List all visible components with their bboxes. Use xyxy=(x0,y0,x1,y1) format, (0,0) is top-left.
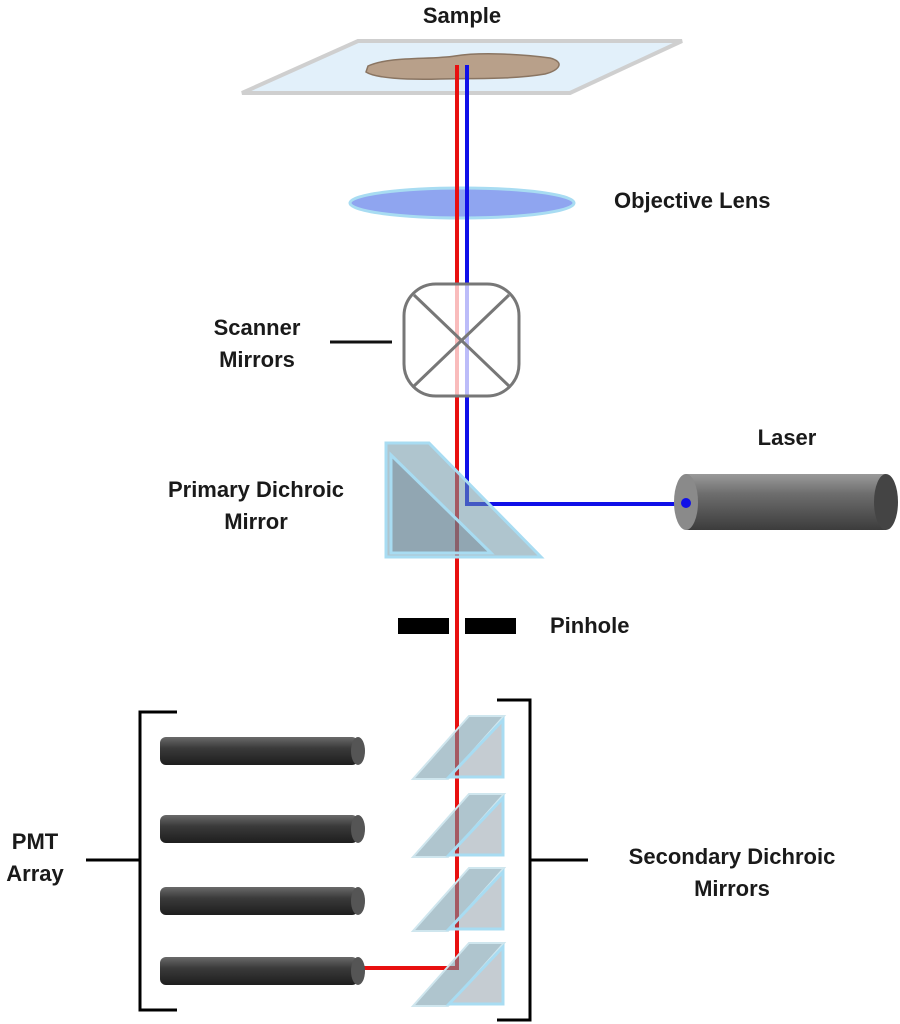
scanner-mirror-icon xyxy=(402,282,521,398)
pmt-array-label-line1: PMT xyxy=(11,829,59,854)
pmt-array-label-line2: Array xyxy=(6,861,64,886)
pmt-tube-icon xyxy=(160,737,365,765)
pmt-array xyxy=(160,737,365,985)
secondary-dichroic-mirror xyxy=(410,793,507,858)
pinhole xyxy=(398,618,516,634)
laser-label: Laser xyxy=(757,425,817,450)
scanner-mirrors-label-line2: Mirrors xyxy=(219,347,295,372)
secondary-dichroic-mirror xyxy=(410,715,507,780)
sample-label: Sample xyxy=(422,3,502,28)
secondary-dichroic-mirror xyxy=(410,867,507,932)
secondary-dichroic-mirror xyxy=(410,942,507,1007)
sample-slide xyxy=(241,39,683,95)
primary-dichroic-label-line2: Mirror xyxy=(224,509,288,534)
scanner-mirrors-label-line1: Scanner xyxy=(213,315,301,340)
secondary-dichroic-bracket xyxy=(497,698,588,1022)
primary-dichroic-label-line1: Primary Dichroic xyxy=(167,477,345,502)
specimen xyxy=(365,53,560,80)
pinhole-label: Pinhole xyxy=(550,613,630,638)
pmt-tube-icon xyxy=(160,957,365,985)
primary-dichroic-mirror xyxy=(384,441,545,559)
objective-lens xyxy=(348,186,576,220)
pmt-array-bracket xyxy=(86,710,177,1012)
excitation-beam xyxy=(465,65,686,506)
laser-tube-icon xyxy=(674,474,898,530)
secondary-dichroic-mirrors xyxy=(410,715,507,1007)
secondary-dichroic-label-line1: Secondary Dichroic xyxy=(628,844,836,869)
pmt-tube-icon xyxy=(160,887,365,915)
pmt-tube-icon xyxy=(160,815,365,843)
secondary-dichroic-label-line2: Mirrors xyxy=(694,876,770,901)
objective-lens-label: Objective Lens xyxy=(614,188,771,213)
